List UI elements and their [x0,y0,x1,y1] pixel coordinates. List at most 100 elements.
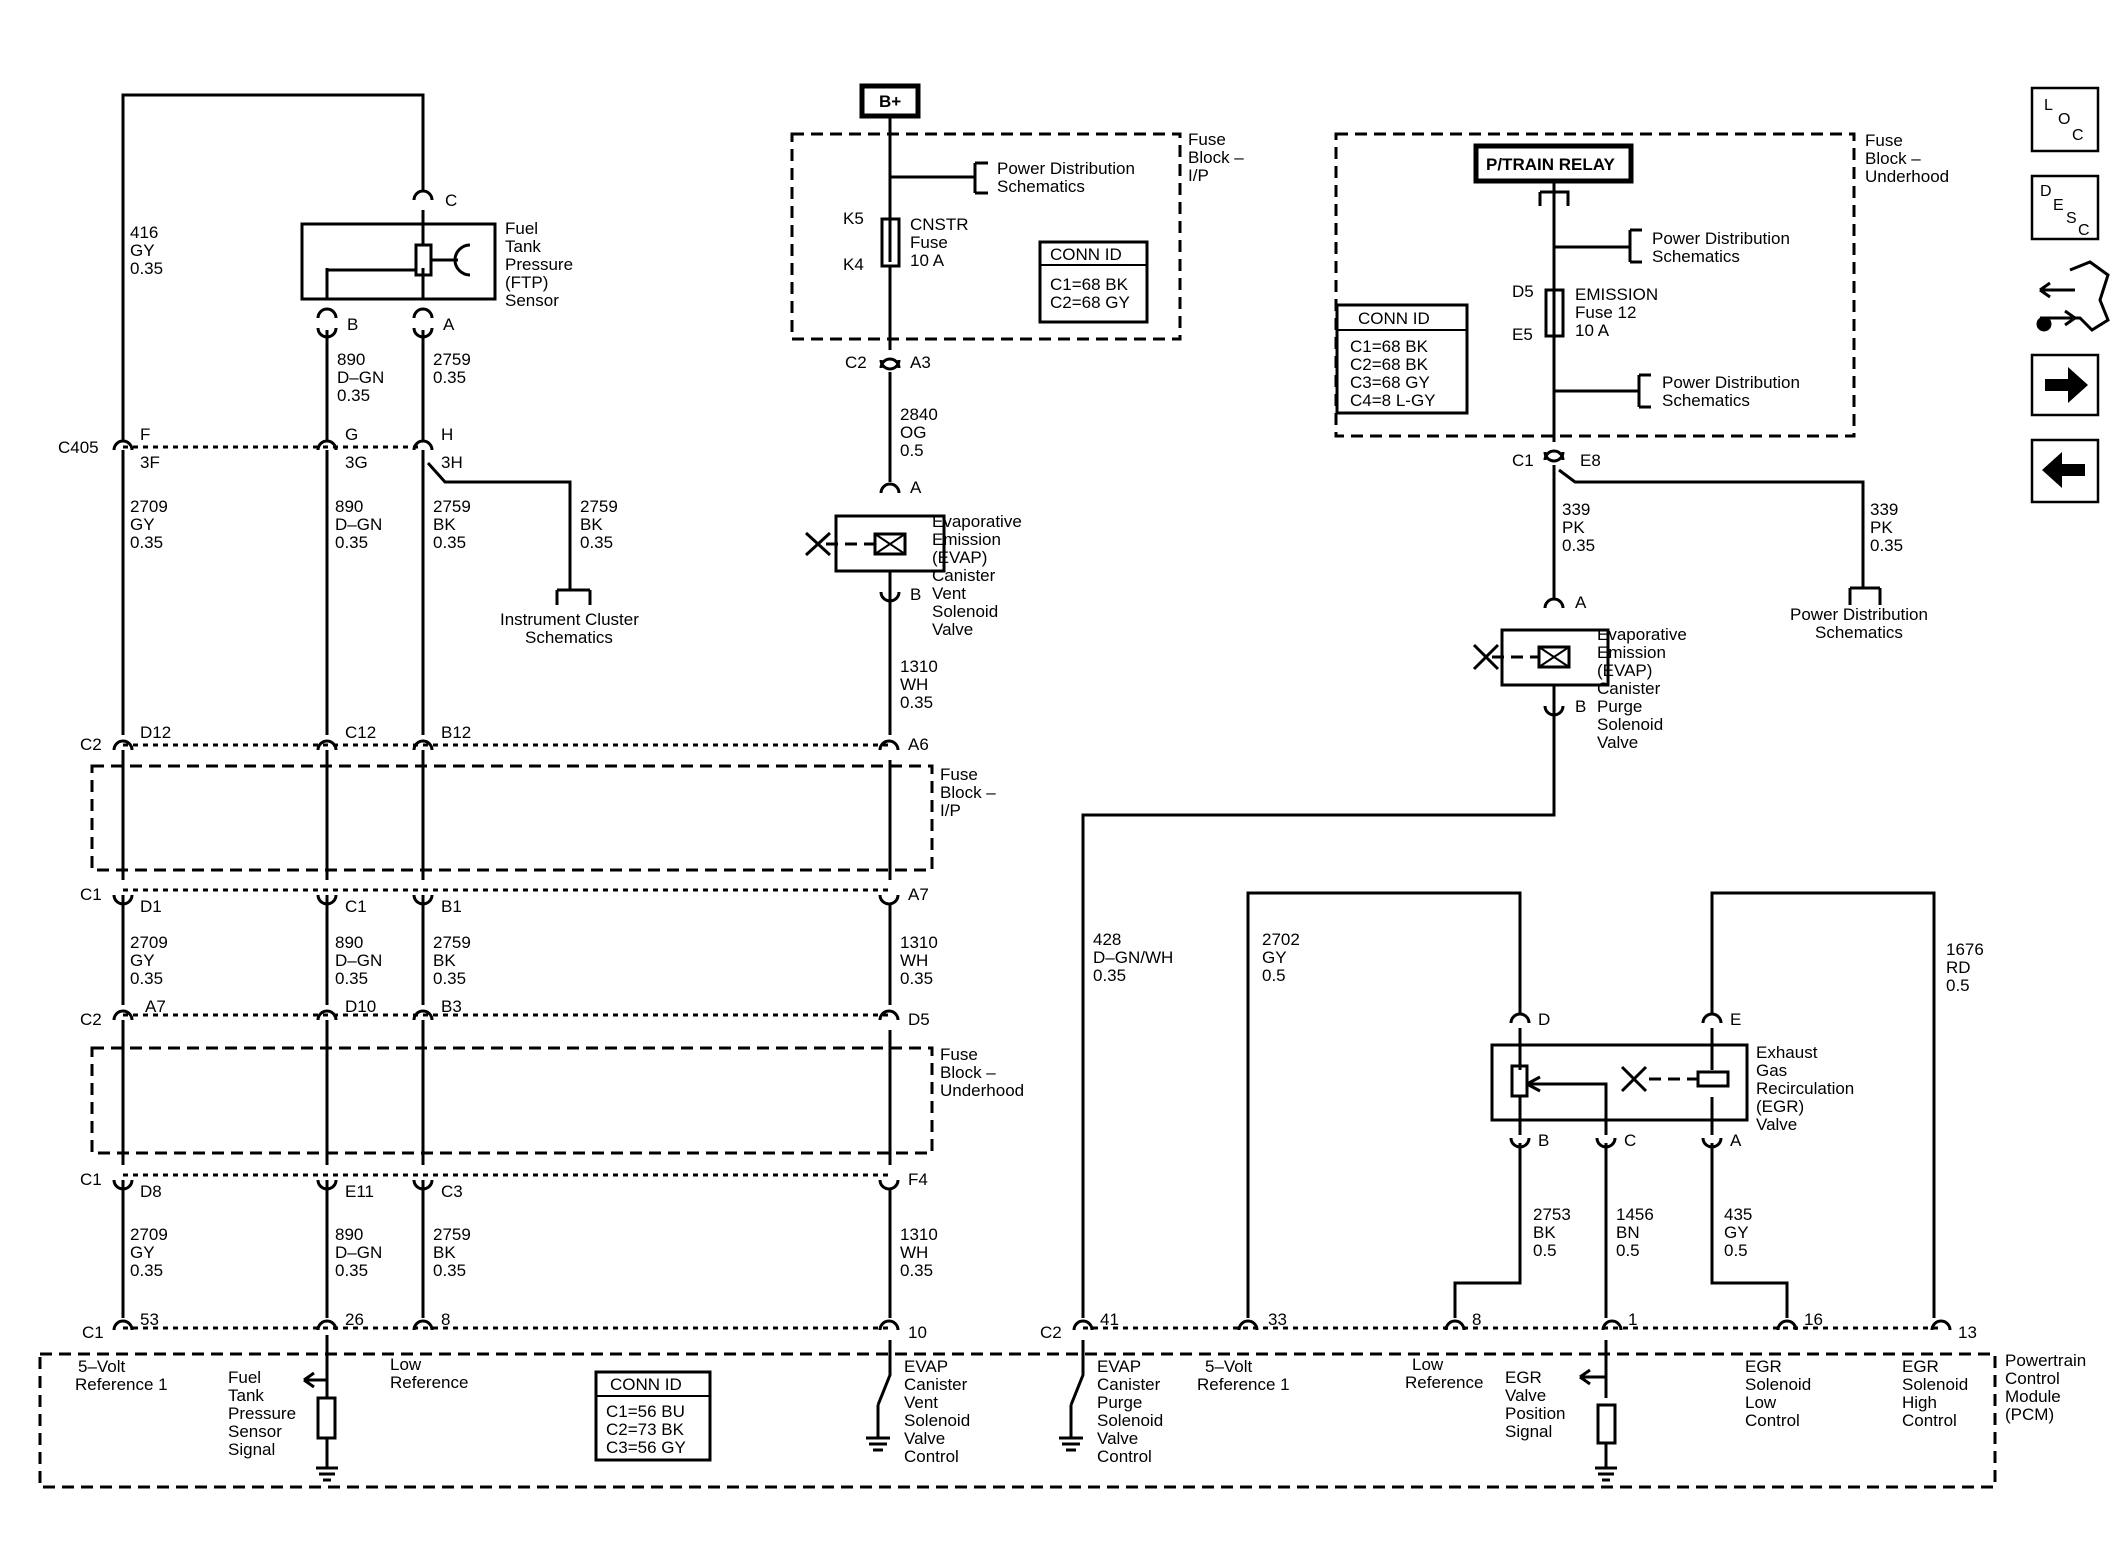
w2759b-1: BK [433,951,456,970]
pcm-connid-0: C1=56 BU [606,1402,685,1421]
svg-text:Tank: Tank [505,237,541,256]
c1-low-pin-0: D8 [140,1182,162,1201]
w435-0: 435 [1724,1205,1752,1224]
pcm-c2-pin-1: 33 [1268,1310,1287,1329]
pcm-ref5v2-0: 5–Volt [1205,1357,1253,1376]
w2840-0: 2840 [900,405,938,424]
egr-pin-d: D [1538,1010,1550,1029]
evap-vent-name-3: Canister [932,566,996,585]
w2759ic-2: 0.35 [580,533,613,552]
fuse-uh-connid-2: C3=68 GY [1350,373,1430,392]
fb-ip-mid-0: Fuse [940,765,978,784]
pcm-evapvent-5: Control [904,1447,959,1466]
pcm-lowref2-1: Reference [1405,1373,1483,1392]
pcm-egrhigh-1: Solenoid [1902,1375,1968,1394]
nav-loc-0: L [2044,97,2053,114]
pcm-ref5v2-1: Reference 1 [1197,1375,1290,1394]
c405-sub-3f: 3F [140,453,160,472]
w890top-0: 890 [337,350,365,369]
c1-mid-label: C1 [80,885,102,904]
connector-bars [123,445,1942,1330]
w339a-0: 339 [1562,500,1590,519]
svg-text:(FTP): (FTP) [505,273,548,292]
next-arrow-button[interactable] [2030,353,2100,417]
egr-pin-b: B [1538,1131,1549,1150]
pcm-evapvent-1: Canister [904,1375,968,1394]
w435-2: 0.5 [1724,1241,1748,1260]
fb-uh-mid-1: Block – [940,1063,996,1082]
pcm [38,1340,1997,1489]
pcm-c2-pin-4: 16 [1804,1310,1823,1329]
fuse-uh-name-1: Fuse 12 [1575,303,1636,322]
w1676-0: 1676 [1946,940,1984,959]
wrench-tool-icon[interactable] [2036,260,2110,332]
c1-low-pin-1: E11 [345,1182,374,1201]
nav-desc-0: D [2040,183,2052,200]
w1310c-0: 1310 [900,1225,938,1244]
c2-mid-pin-0: A7 [145,997,166,1016]
pcm-evapvent-2: Vent [904,1393,938,1412]
w890b-1: D–GN [335,951,382,970]
fuse-ip-pd-0: Power Distribution [997,159,1135,178]
c405-pin-g: G [345,425,358,444]
nav-desc-button[interactable]: D E S C [2030,174,2100,241]
pcm-egrlow-3: Control [1745,1411,1800,1430]
left-wires [121,93,592,1360]
fuse-ip-pd-1: Schematics [997,177,1085,196]
w428-0: 428 [1093,930,1121,949]
c405-pin-h: H [441,425,453,444]
w1676-1: RD [1946,958,1971,977]
egr-name-1: Gas [1756,1061,1787,1080]
pcm-c2-label: C2 [1040,1323,1062,1342]
egr-pin-e: E [1730,1010,1741,1029]
sensor-pin-a: A [443,315,455,334]
egr-pin-a: A [1730,1131,1742,1150]
evap-purge-name-4: Purge [1597,697,1642,716]
w2759c-0: 2759 [433,1225,471,1244]
evap-purge-name-2: (EVAP) [1597,661,1652,680]
pcm-egrpos-2: Position [1505,1404,1565,1423]
w435-1: GY [1724,1223,1749,1242]
pcm-c1-pin-0: 53 [140,1310,159,1329]
w890a-0: 890 [335,497,363,516]
pcm-lowref1-1: Reference [390,1373,468,1392]
fuse-uh-title-1: Block – [1865,149,1921,168]
w2759top-1: 0.35 [433,368,466,387]
w2702-2: 0.5 [1262,966,1286,985]
svg-text:Pressure: Pressure [505,255,573,274]
right-arrow-icon [2045,367,2088,403]
uh-e8-label: E8 [1580,451,1601,470]
c2-top-pin-2: B12 [441,723,471,742]
evap-vent-name-4: Vent [932,584,966,603]
pcm-evapvent-3: Solenoid [904,1411,970,1430]
w2709a-1: GY [130,515,155,534]
c2-top-pin-0: D12 [140,723,171,742]
pcm-egrpos-0: EGR [1505,1368,1542,1387]
w2759b-0: 2759 [433,933,471,952]
c1-mid-pin-0: D1 [140,897,162,916]
w339a-1: PK [1562,518,1585,537]
c1-low-pin-2: C3 [441,1182,463,1201]
egr-name-3: (EGR) [1756,1097,1804,1116]
evap-vent-name-5: Solenoid [932,602,998,621]
pcm-evappurge-3: Solenoid [1097,1411,1163,1430]
pcm-lowref1-0: Low [390,1355,422,1374]
prev-arrow-button[interactable] [2030,438,2100,504]
fuse-ip-title-0: Fuse [1188,130,1226,149]
egr-pin-c: C [1624,1131,1636,1150]
fuse-ip-name-1: Fuse [910,233,948,252]
w1310a-2: 0.35 [900,693,933,712]
nav-loc-button[interactable]: L O C [2030,86,2100,153]
w890b-0: 890 [335,933,363,952]
c1-low-label: C1 [80,1170,102,1189]
pcm-c2-pin-0: 41 [1100,1310,1119,1329]
c1-mid-pin-3: A7 [908,885,929,904]
fuse-ip-connid-1: C2=68 GY [1050,293,1130,312]
c2-mid-pin-2: B3 [441,997,462,1016]
connector-cups [112,189,1952,1331]
w2702-1: GY [1262,948,1287,967]
fuse-ip-title-1: Block – [1188,148,1244,167]
c1-mid-pin-2: B1 [441,897,462,916]
w2709b-1: GY [130,951,155,970]
w1676-2: 0.5 [1946,976,1970,995]
